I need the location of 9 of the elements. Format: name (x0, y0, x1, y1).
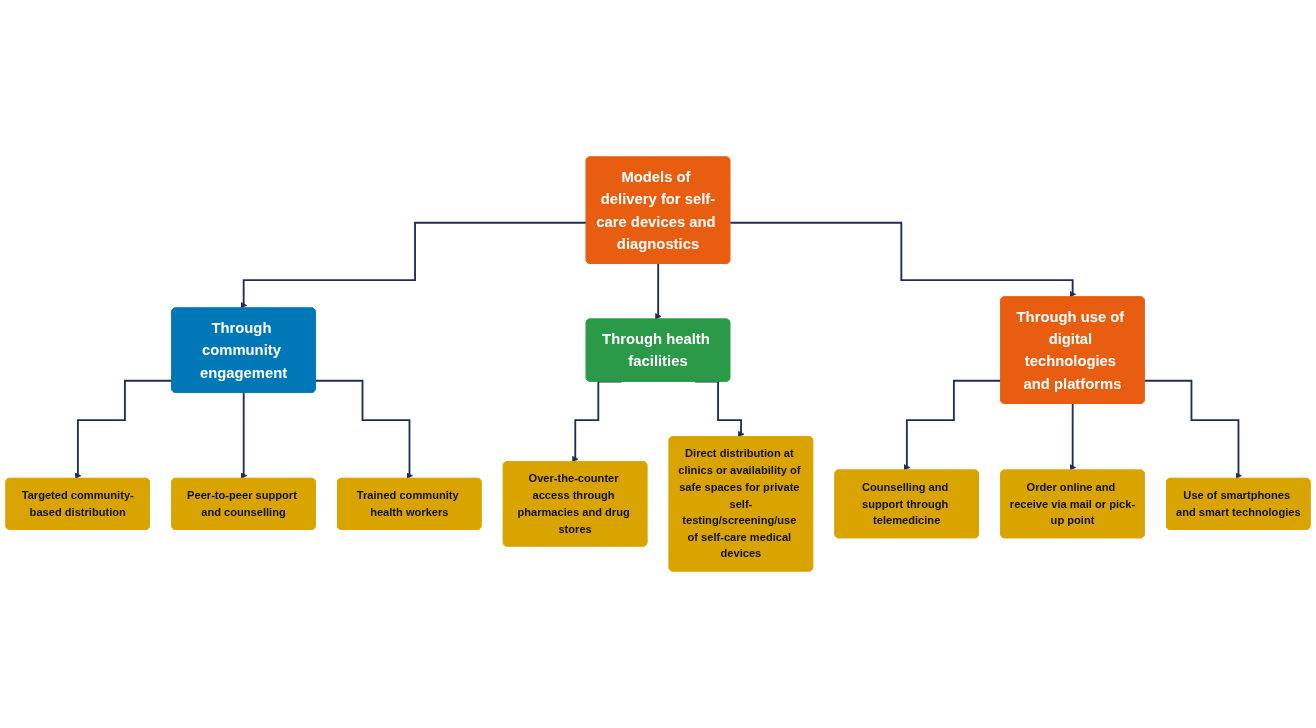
arrow (240, 391, 248, 479)
arrow (74, 379, 173, 479)
arrow (314, 379, 413, 479)
arrow (1143, 379, 1242, 479)
arrow (1069, 402, 1077, 471)
arrow (655, 262, 662, 320)
arrow (240, 221, 588, 309)
arrow (729, 221, 1077, 298)
arrow (903, 379, 1002, 471)
